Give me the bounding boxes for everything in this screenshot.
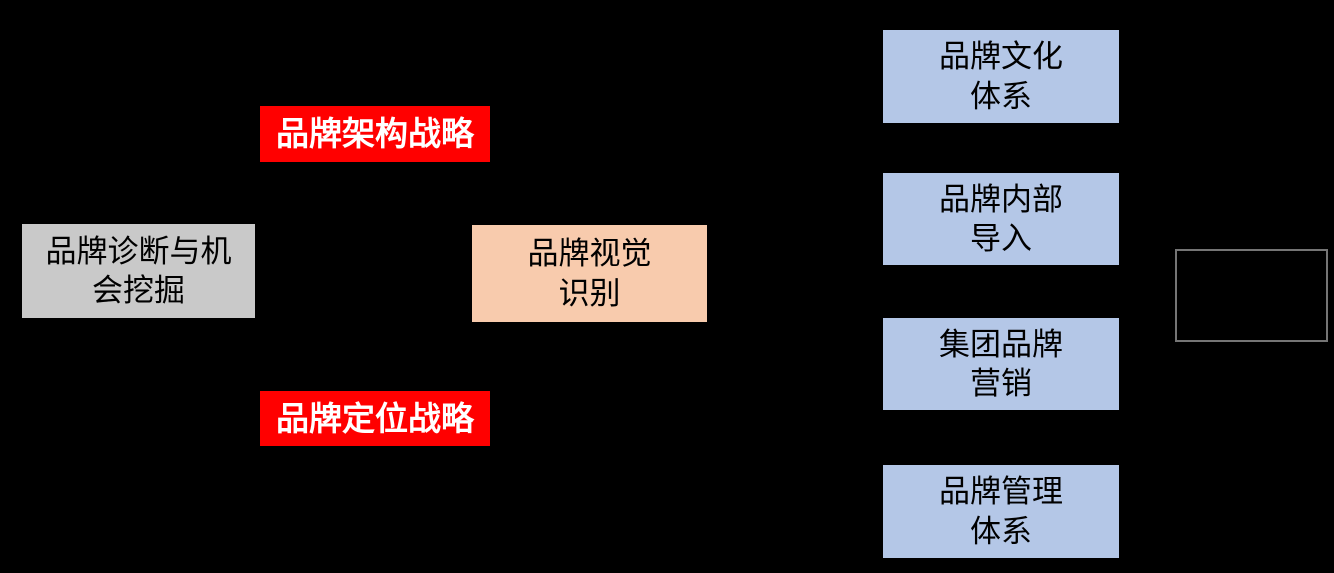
node-brand-culture-system: 品牌文化 体系 <box>883 30 1119 123</box>
node-brand-management-system: 品牌管理 体系 <box>883 465 1119 558</box>
node-group-brand-marketing: 集团品牌 营销 <box>883 318 1119 410</box>
node-brand-architecture-strategy: 品牌架构战略 <box>260 106 490 162</box>
node-brand-visual-identity: 品牌视觉 识别 <box>472 225 707 322</box>
node-empty-outline-box <box>1175 249 1328 342</box>
node-brand-positioning-strategy: 品牌定位战略 <box>260 391 490 446</box>
node-brand-diagnosis: 品牌诊断与机 会挖掘 <box>22 224 255 318</box>
node-brand-internal-rollout: 品牌内部 导入 <box>883 173 1119 265</box>
